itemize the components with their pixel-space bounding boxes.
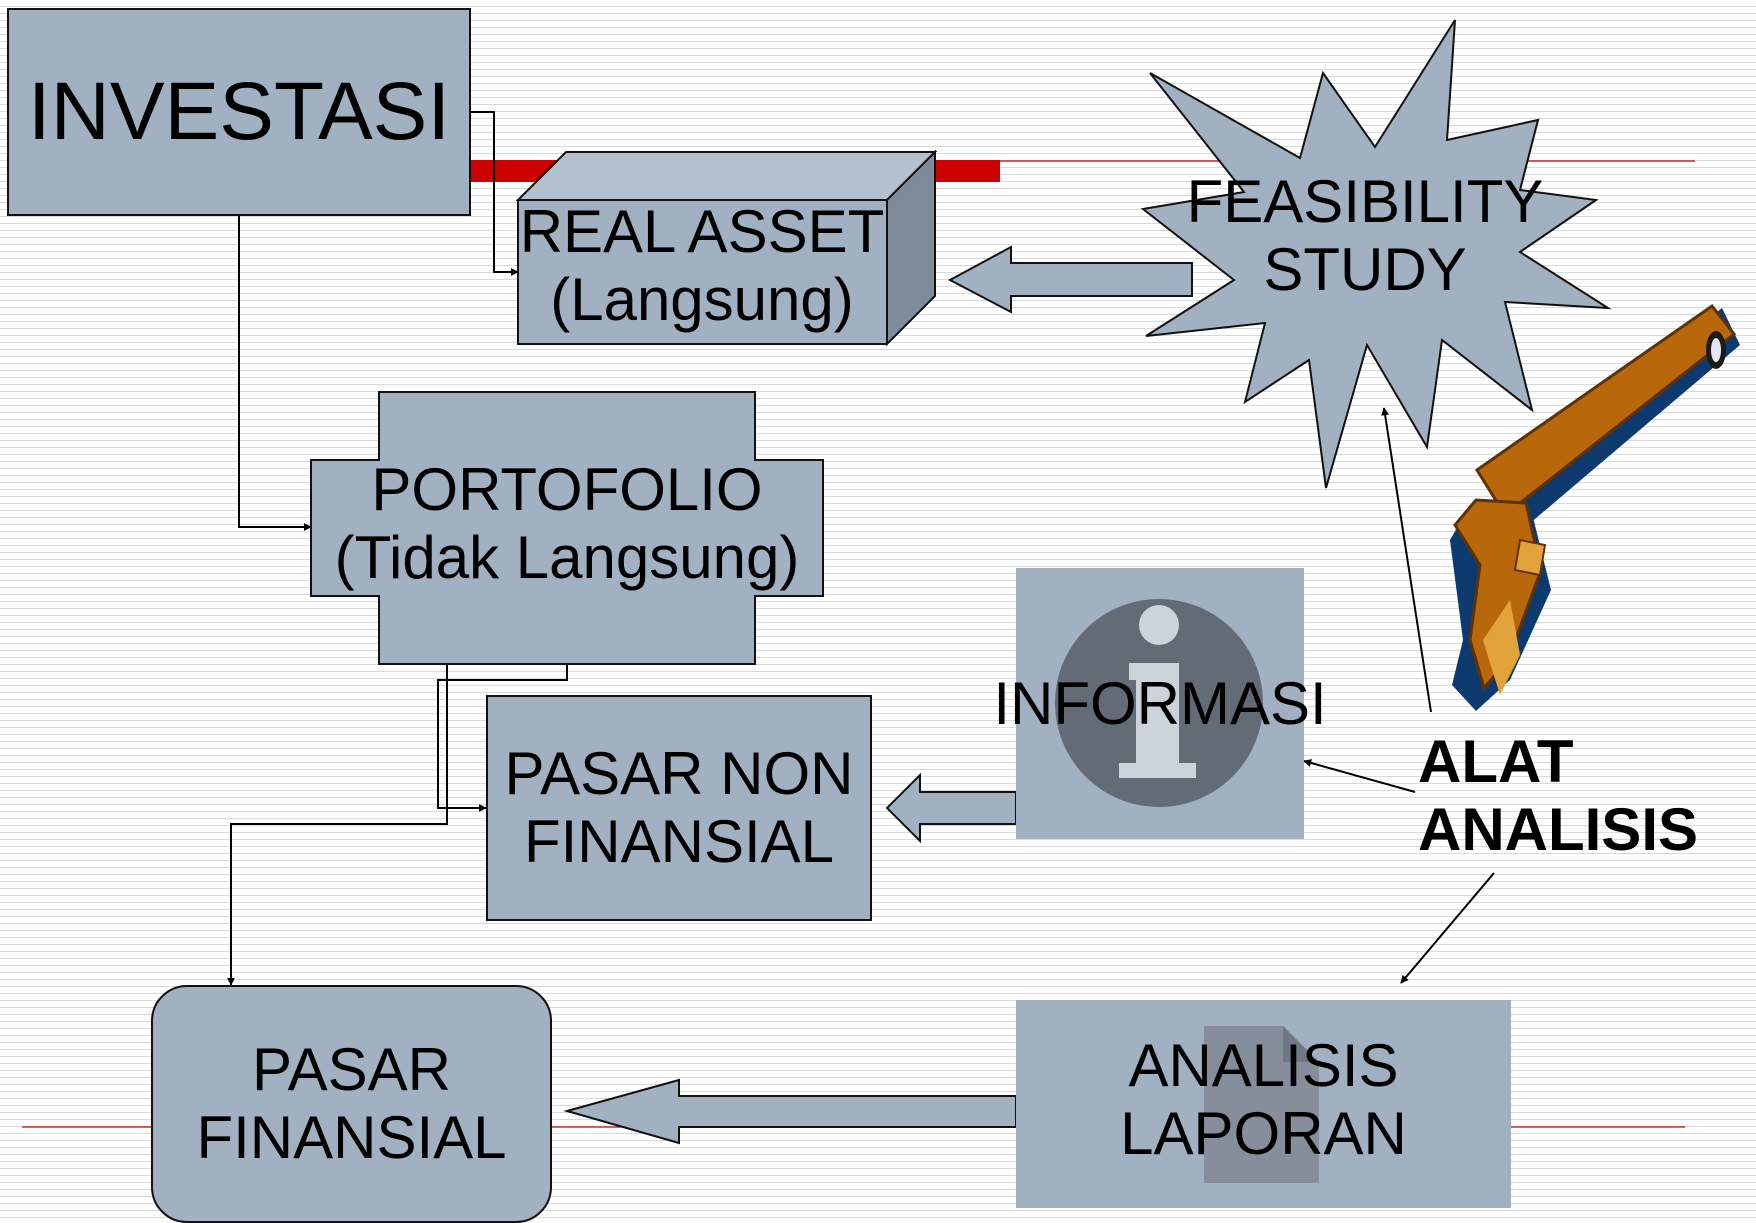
connector-investasi-real-asset bbox=[471, 111, 519, 276]
portofolio-line-2: (Tidak Langsung) bbox=[334, 524, 800, 592]
investasi-label: INVESTASI bbox=[27, 66, 451, 157]
portofolio-shape[interactable] bbox=[310, 391, 824, 665]
real-asset-line-1: REAL ASSET bbox=[519, 198, 885, 265]
analisis-laporan-node[interactable]: ANALISIS LAPORAN bbox=[1016, 1000, 1511, 1208]
alat-analisis-line-2: ANALISIS bbox=[1418, 796, 1699, 864]
pasar-finansial-line-1: PASAR bbox=[252, 1035, 451, 1103]
block-arrow-informasi-to-pasar-non bbox=[885, 772, 1017, 844]
connector-portofolio-pasar-finansial bbox=[227, 664, 448, 986]
alat-analisis-line-1: ALAT bbox=[1418, 728, 1574, 795]
investasi-node[interactable]: INVESTASI bbox=[7, 8, 471, 216]
portofolio-label: PORTOFOLIO (Tidak Langsung) bbox=[311, 456, 823, 593]
real-asset-line-2: (Langsung) bbox=[550, 266, 854, 334]
real-asset-block bbox=[515, 149, 938, 347]
connector-investasi-portofolio bbox=[238, 216, 312, 531]
pasar-non-line-1: PASAR NON bbox=[504, 739, 854, 807]
informasi-label: INFORMASI bbox=[993, 670, 1327, 737]
block-arrow-feasibility-to-real-asset bbox=[947, 245, 1193, 314]
alat-analisis-label: ALAT ANALISIS bbox=[1418, 728, 1698, 865]
block-arrow-analisis-to-pasar-finansial bbox=[563, 1078, 1017, 1145]
pasar-finansial-line-2: FINANSIAL bbox=[196, 1104, 507, 1171]
analisis-laporan-line-2: LAPORAN bbox=[1120, 1100, 1407, 1168]
pasar-finansial-node[interactable]: PASAR FINANSIAL bbox=[151, 985, 552, 1223]
connector-alat-informasi bbox=[1303, 759, 1416, 793]
feasibility-line-2: STUDY bbox=[1263, 236, 1467, 304]
document-icon bbox=[1204, 1026, 1319, 1183]
informasi-node[interactable] bbox=[1016, 568, 1304, 839]
info-icon bbox=[1055, 599, 1263, 807]
analisis-laporan-line-1: ANALISIS bbox=[1128, 1032, 1399, 1099]
pasar-non-line-2: FINANSIAL bbox=[523, 808, 835, 875]
connector-portofolio-pasar-non-finansial bbox=[437, 664, 568, 812]
wrench-icon bbox=[1450, 303, 1740, 711]
analisis-laporan-label: ANALISIS LAPORAN bbox=[1016, 1032, 1511, 1169]
real-asset-label: REAL ASSET (Langsung) bbox=[486, 198, 918, 335]
pasar-non-finansial-node[interactable]: PASAR NON FINANSIAL bbox=[486, 695, 872, 921]
connector-alat-analisis-laporan bbox=[1400, 872, 1495, 984]
feasibility-starburst[interactable] bbox=[1140, 19, 1612, 489]
connector-alat-feasibility bbox=[1381, 407, 1432, 713]
feasibility-line-1: FEASIBILITY bbox=[1186, 168, 1544, 235]
portofolio-line-1: PORTOFOLIO bbox=[371, 456, 763, 523]
feasibility-label: FEASIBILITY STUDY bbox=[1150, 168, 1580, 305]
